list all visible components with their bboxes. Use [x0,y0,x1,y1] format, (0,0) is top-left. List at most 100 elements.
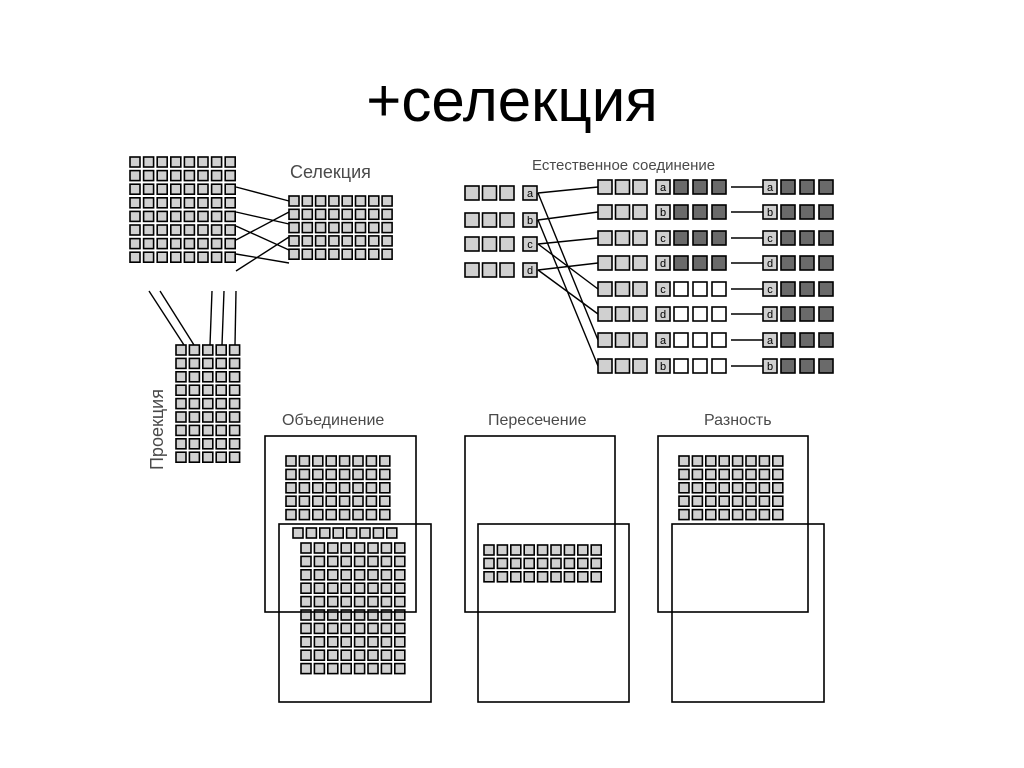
union-cell [300,609,312,621]
union-cell [365,508,378,521]
difference-cell [771,508,784,521]
intersection-label: Пересечение [488,412,587,429]
join-result-key-letter: d [660,309,666,321]
projection-result-cell [228,357,241,370]
projection-result-cell [228,370,241,383]
difference-cell [718,468,731,481]
projection-result-cell [215,397,227,410]
source-relation-cell [210,169,223,182]
join-right-dark-cell [818,179,834,195]
source-relation-cell [156,169,168,182]
difference-cell [731,495,744,508]
source-relation-cell [224,197,236,209]
source-relation-cell [170,183,182,195]
difference-cell [731,455,744,467]
join-right-key-cell [762,281,778,297]
source-relation-cell [183,169,196,182]
projection-result-cell [175,384,187,397]
union-box-b [278,523,432,703]
union-cell [285,508,297,521]
intersection-cell [496,557,509,570]
join-result-cell [614,179,631,195]
union-cell [300,582,312,595]
join-left-cell [481,262,498,278]
join-left-cell [464,236,480,252]
union-cell [300,555,312,568]
join-result-cell [632,204,648,220]
projection-result-cell [215,437,227,450]
natural-join-label: Естественное соединение [532,157,715,174]
projection-result-cell [188,397,201,410]
union-cell [380,555,393,568]
join-right-dark-cell [799,306,815,322]
source-relation-cell [156,197,168,209]
difference-label: Разность [704,412,772,429]
union-cell [311,455,324,467]
join-result-white-cell [692,281,708,297]
union-cell [352,468,364,481]
union-cell [300,649,312,662]
join-right-key-letter: a [767,182,774,194]
selection-label: Селекция [290,162,371,182]
join-result-cell [614,281,631,297]
join-result-cell [597,358,613,374]
union-cell [352,508,364,521]
join-result-cell [597,306,613,322]
join-right-dark-cell [780,255,796,271]
join-right-dark-cell [818,358,834,374]
projection-result-cell [175,397,187,410]
difference-cell [678,508,690,521]
intersection-cell [590,570,603,583]
union-cell [393,622,406,635]
projection-result-cell [202,424,214,437]
join-result-cell [614,255,631,271]
selection-result-cell [301,221,314,234]
difference-cell [745,495,757,508]
union-cell [393,635,406,648]
join-right-key-letter: a [767,335,774,347]
join-right-dark-cell [799,358,815,374]
source-relation-cell [197,224,209,236]
selection-result-cell [341,208,354,221]
join-right-dark-cell [818,255,834,271]
projection-result-cell [228,411,241,423]
source-relation-cell [156,237,168,250]
selection-result-cell [341,235,354,247]
union-cell [311,495,324,508]
projection-connector [159,290,195,346]
difference-cell [771,455,784,467]
difference-cell [758,481,771,494]
union-cell [325,508,338,521]
source-relation-cell [129,169,141,182]
join-right-key-letter: c [767,233,773,245]
join-result-cell [632,281,648,297]
union-cell [292,527,304,539]
union-cell [326,568,339,581]
source-relation-cell [129,251,141,263]
union-cell [359,527,371,539]
difference-cell [731,481,744,494]
source-relation-cell [224,183,236,195]
selection-result-cell [341,221,354,234]
join-result-dark-cell [711,179,727,195]
union-cell [380,649,393,662]
join-right-dark-cell [799,281,815,297]
union-cell [367,649,379,662]
selection-result-cell [341,248,354,260]
union-cell [311,468,324,481]
join-left-key-cell [522,262,538,278]
projection-result-cell [188,424,201,437]
projection-result-cell [188,357,201,370]
intersection-cell [523,557,536,570]
join-result-key-letter: b [660,361,666,373]
projection-connector [221,290,225,346]
selection-result-cell [328,208,340,221]
selection-result-cell [381,221,393,234]
projection-result-cell [215,424,227,437]
source-relation-cell [156,251,168,263]
source-relation-cell [142,237,155,250]
join-result-cell [614,230,631,246]
join-right-dark-cell [818,204,834,220]
selection-result-cell [354,208,367,221]
source-relation-cell [156,210,168,223]
